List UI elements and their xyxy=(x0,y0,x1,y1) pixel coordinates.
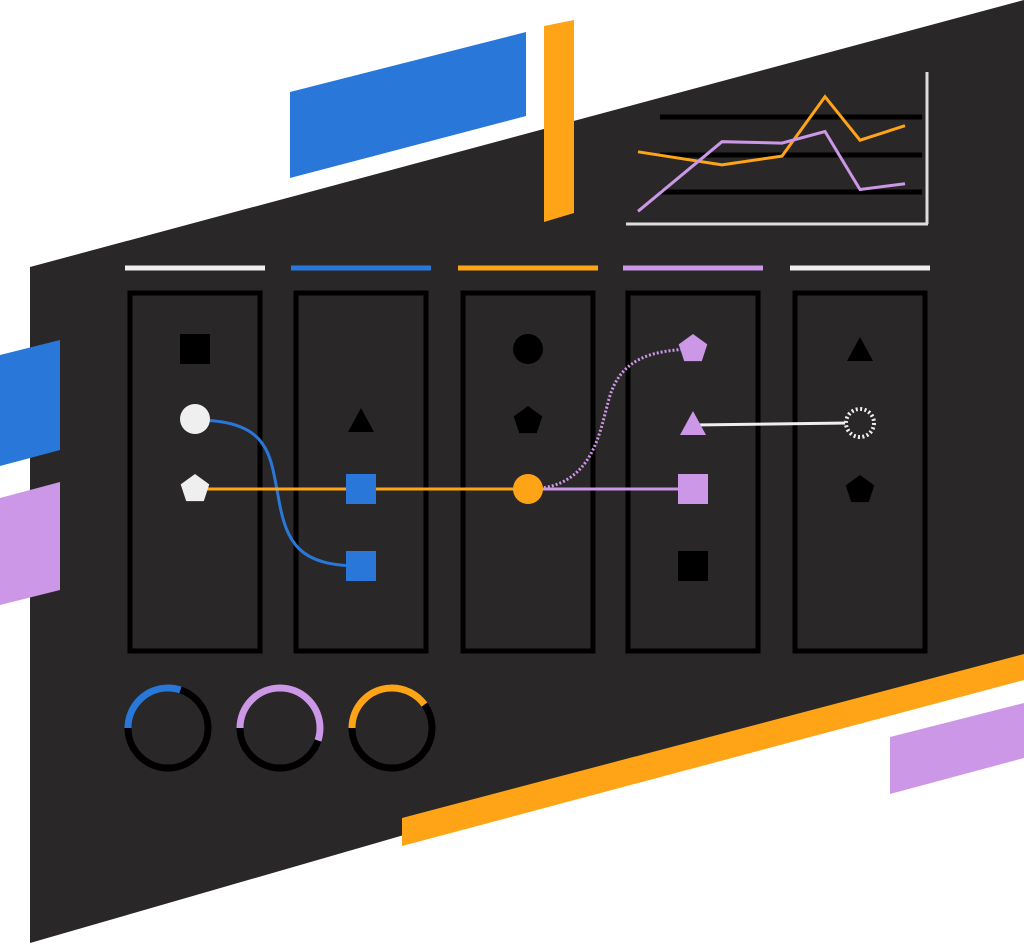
node-triangle xyxy=(348,408,374,432)
progress-ring-arc xyxy=(348,684,436,772)
column-box xyxy=(460,290,596,654)
column-boxes xyxy=(127,290,928,654)
progress-ring-arc xyxy=(236,684,324,772)
node-pentagon xyxy=(845,475,875,503)
column-box xyxy=(792,290,928,654)
orange-accent-vertical xyxy=(544,20,574,222)
nodes xyxy=(180,334,876,581)
lavender-accent-left xyxy=(0,482,60,605)
node-square xyxy=(678,474,708,504)
column-box xyxy=(127,290,263,654)
node-square xyxy=(346,474,376,504)
node-ring-fill xyxy=(845,408,875,438)
node-square xyxy=(180,334,210,364)
chart-series-line xyxy=(637,129,906,213)
connector-lavender-dotted xyxy=(527,347,694,491)
column-box xyxy=(625,290,761,654)
dark-panel xyxy=(30,0,1024,943)
blue-accent-top xyxy=(290,32,526,178)
node-pentagon xyxy=(513,406,543,434)
mini-line-chart xyxy=(626,72,929,226)
node-circle xyxy=(513,474,543,504)
node-square xyxy=(346,551,376,581)
connector-white-line xyxy=(692,421,849,427)
node-triangle xyxy=(680,411,706,435)
node-triangle xyxy=(847,337,873,361)
connector-blue-curve xyxy=(194,418,362,568)
node-circle xyxy=(513,334,543,364)
node-pentagon xyxy=(180,474,210,502)
node-circle xyxy=(180,404,210,434)
progress-rings xyxy=(124,684,436,772)
orange-accent-bottom xyxy=(402,654,1024,846)
node-square xyxy=(678,551,708,581)
progress-ring-arc xyxy=(124,684,212,772)
node-pentagon xyxy=(678,334,708,362)
chart-series-line xyxy=(637,94,906,167)
node-dashed-ring xyxy=(844,407,876,439)
blue-accent-left xyxy=(0,340,60,466)
connectors xyxy=(194,347,849,568)
column-box xyxy=(293,290,429,654)
lavender-accent-bottom-right xyxy=(890,703,1024,794)
